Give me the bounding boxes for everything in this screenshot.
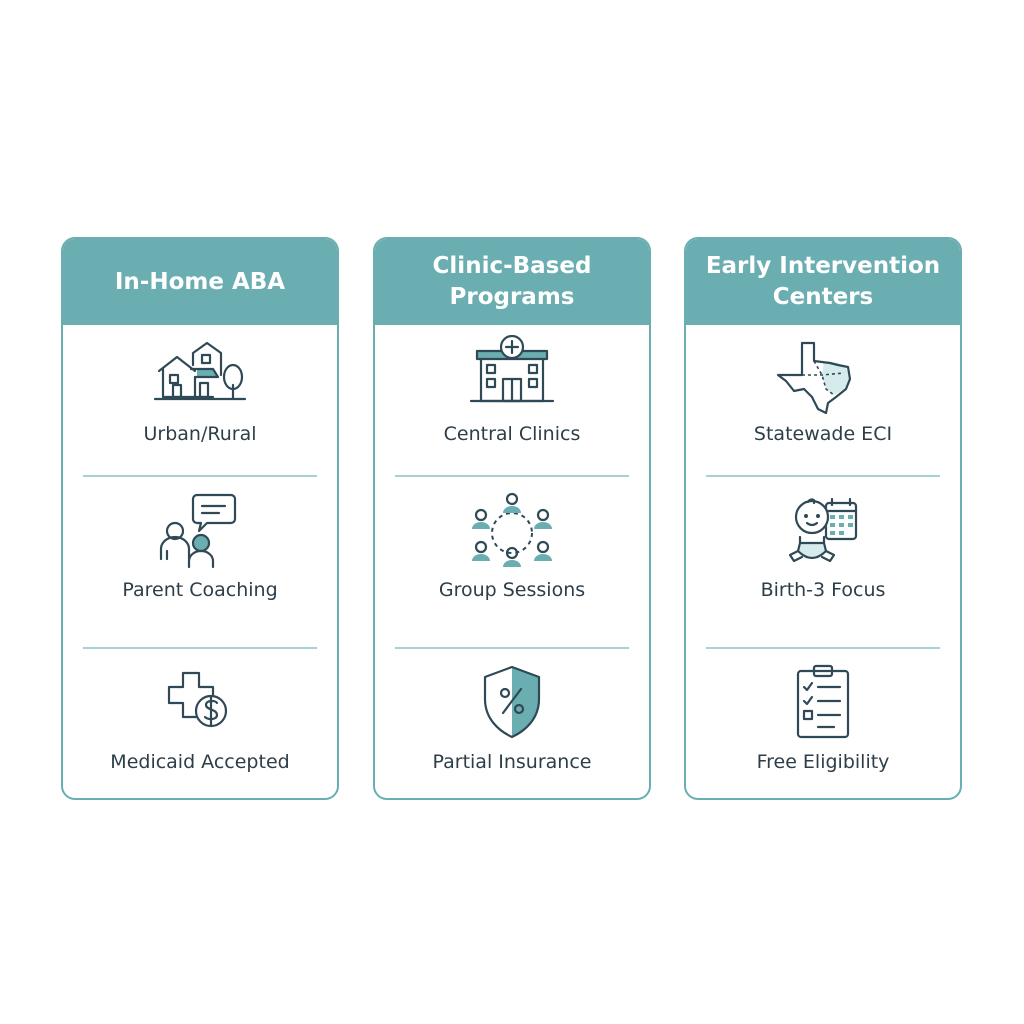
feature-item: Urban/Rural bbox=[63, 335, 337, 445]
shield-percent-icon bbox=[483, 665, 541, 739]
feature-item: Statewade ECI bbox=[686, 335, 960, 445]
clinic-building-icon bbox=[469, 335, 555, 403]
feature-label: Group Sessions bbox=[438, 579, 586, 601]
card-clinic-based-programs: Clinic-Based Programs Central Clinics bbox=[373, 237, 651, 800]
divider bbox=[83, 475, 317, 477]
card-title: Clinic-Based Programs bbox=[375, 239, 649, 325]
baby-calendar-icon bbox=[788, 497, 858, 563]
feature-item: Birth-3 Focus bbox=[686, 491, 960, 601]
feature-label: Birth-3 Focus bbox=[760, 579, 886, 601]
feature-label: Parent Coaching bbox=[122, 579, 278, 601]
houses-icon bbox=[153, 341, 247, 401]
feature-label: Central Clinics bbox=[443, 423, 581, 445]
divider bbox=[395, 475, 629, 477]
card-title: Early Intervention Centers bbox=[686, 239, 960, 325]
feature-label: Statewade ECI bbox=[753, 423, 893, 445]
feature-item: Free Eligibility bbox=[686, 663, 960, 773]
feature-item: Partial Insurance bbox=[375, 663, 649, 773]
clipboard-checklist-icon bbox=[796, 664, 850, 739]
feature-label: Partial Insurance bbox=[432, 751, 592, 773]
feature-label: Medicaid Accepted bbox=[110, 751, 290, 773]
feature-label: Urban/Rural bbox=[143, 423, 257, 445]
feature-item: Parent Coaching bbox=[63, 491, 337, 601]
card-title: In-Home ABA bbox=[63, 239, 337, 325]
feature-label: Free Eligibility bbox=[756, 751, 890, 773]
divider bbox=[395, 647, 629, 649]
group-circle-icon bbox=[472, 492, 552, 567]
card-in-home-aba: In-Home ABA Urban/Rural bbox=[61, 237, 339, 800]
parent-coaching-icon bbox=[159, 493, 237, 569]
divider bbox=[706, 647, 940, 649]
divider bbox=[83, 647, 317, 649]
feature-item: Group Sessions bbox=[375, 491, 649, 601]
card-early-intervention-centers: Early Intervention Centers Statewade ECI bbox=[684, 237, 962, 800]
divider bbox=[706, 475, 940, 477]
texas-map-icon bbox=[776, 341, 852, 415]
feature-item: Central Clinics bbox=[375, 335, 649, 445]
feature-item: Medicaid Accepted bbox=[63, 663, 337, 773]
medical-dollar-icon bbox=[167, 671, 228, 728]
